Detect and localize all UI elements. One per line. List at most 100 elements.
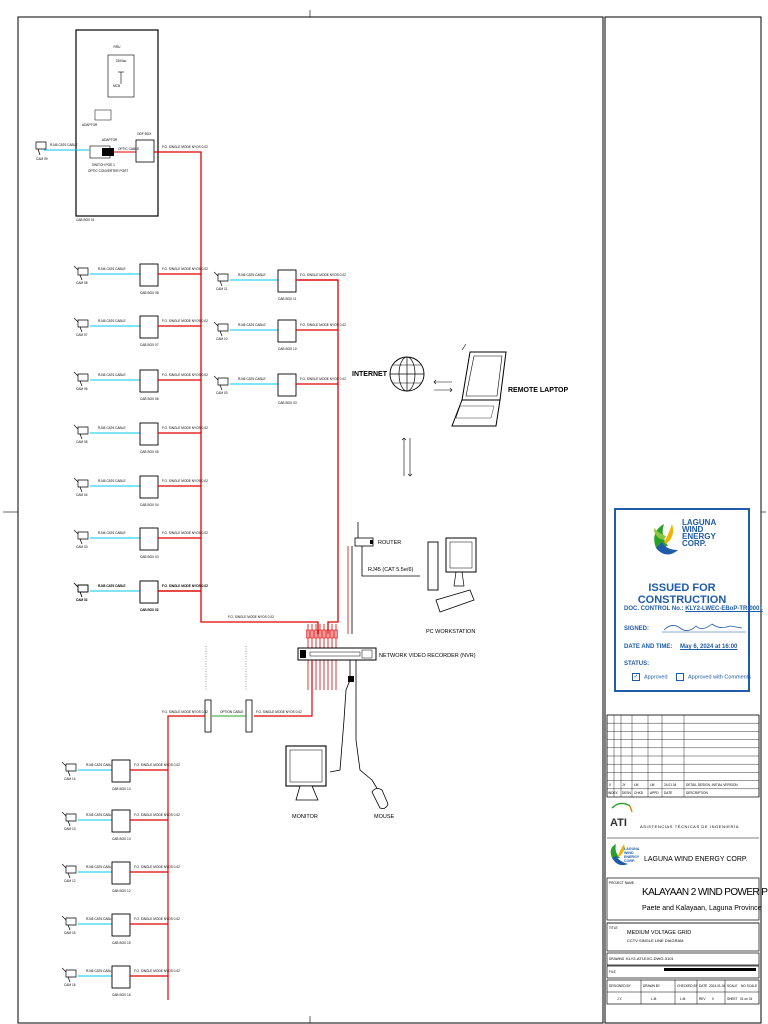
camera-icon: [61, 915, 77, 931]
svg-text:F.O. SINGLE MODE NYOS 0.02: F.O. SINGLE MODE NYOS 0.02: [300, 377, 346, 381]
svg-text:F.O. SINGLE MODE NYOS 0.02: F.O. SINGLE MODE NYOS 0.02: [134, 813, 180, 817]
camera-icon: [73, 424, 89, 440]
svg-text:RJ45 CAT6 CABLE: RJ45 CAT6 CABLE: [86, 969, 114, 973]
cab-box-label: CAB BOX 12: [112, 889, 131, 893]
odf-box: [135, 139, 155, 163]
cab-box-label: CAB BOX 03: [140, 555, 159, 559]
odf-patch-2: [245, 699, 253, 733]
cab-box-label: CAB BOX 11: [278, 297, 297, 301]
svg-text:JY: JY: [622, 783, 627, 787]
rru-mcb: MCB: [113, 84, 120, 88]
pc-link: [361, 546, 420, 577]
camera-label: CAM 03: [76, 545, 88, 549]
cab-box: [277, 269, 297, 293]
cab-box: [139, 263, 159, 287]
cab-box: [111, 861, 131, 885]
date-value: May 6, 2024 at 16:00: [680, 644, 738, 650]
rru-voltage: 220Vac: [116, 59, 127, 63]
fiber-trunk-bottom: [167, 715, 205, 1000]
ati-logo: ATI: [610, 802, 633, 829]
svg-text:LAGUNA: LAGUNA: [624, 847, 640, 851]
camera-icon: [61, 761, 77, 777]
signed-row: SIGNED:: [624, 626, 650, 632]
camera-label: CAM 06: [76, 387, 88, 391]
camera-label: CAM 08: [76, 281, 88, 285]
status-approved-with-comments: Approved with Comments: [676, 673, 751, 681]
pc-workstation-label: PC WORKSTATION: [426, 629, 475, 635]
fiber-trunk-mid: [298, 279, 339, 634]
camera-icon: CAM 09: [35, 141, 48, 161]
svg-text:NO SCALE: NO SCALE: [741, 984, 757, 988]
svg-text:F.O. SINGLE MODE NYOS 0.02: F.O. SINGLE MODE NYOS 0.02: [162, 584, 208, 588]
signature-icon: [662, 623, 746, 633]
cab-box: [111, 965, 131, 989]
svg-text:ADAPTOR: ADAPTOR: [102, 138, 118, 142]
camera-label: CAM 10: [216, 337, 228, 341]
svg-text:RJ45 CAT6 CABLE: RJ45 CAT6 CABLE: [98, 319, 126, 323]
svg-text:CHKD: CHKD: [634, 791, 644, 795]
svg-text:F.O. SINGLE MODE NYOS 0.02: F.O. SINGLE MODE NYOS 0.02: [162, 710, 208, 714]
camera-icon: [61, 967, 77, 983]
svg-text:DATE: DATE: [699, 984, 707, 988]
rru-label: RRU: [114, 45, 122, 49]
date-row: DATE AND TIME: May 6, 2024 at 16:00: [624, 644, 738, 650]
svg-text:TITLE: TITLE: [609, 926, 618, 930]
svg-text:RJ45 CAT6 CABLE: RJ45 CAT6 CABLE: [98, 531, 126, 535]
mouse-cable: [355, 660, 379, 791]
status-approved: ✓Approved: [632, 673, 668, 681]
cab-box: [139, 527, 159, 551]
svg-text:DRAWING: DRAWING: [609, 957, 625, 961]
svg-text:WIND: WIND: [624, 851, 634, 855]
cab-box-label: CAB BOX 05: [140, 450, 159, 454]
svg-text:PROJECT NAME: PROJECT NAME: [609, 881, 634, 885]
svg-text:CAM 09: CAM 09: [36, 157, 48, 161]
optic-converter: [102, 148, 114, 156]
cab-box-label: CAB BOX 01: [140, 608, 159, 612]
cab-box: [111, 913, 131, 937]
svg-text:CHECKED BY: CHECKED BY: [677, 984, 699, 988]
cab-box: [111, 759, 131, 783]
pc-workstation-icon: [427, 537, 477, 613]
cab-box: [139, 580, 159, 604]
checkbox-checked-icon: ✓: [632, 673, 640, 681]
svg-text:F.O. SINGLE MODE NYOS 0.02: F.O. SINGLE MODE NYOS 0.02: [162, 373, 208, 377]
camera-icon: [213, 321, 229, 337]
svg-text:J.Y.: J.Y.: [617, 997, 622, 1001]
svg-text:RJ45 CAT6 CABLE: RJ45 CAT6 CABLE: [86, 865, 114, 869]
adaptor-1: [94, 109, 112, 121]
svg-text:RJ45 CAT6 CABLE: RJ45 CAT6 CABLE: [98, 479, 126, 483]
mouse-label: MOUSE: [374, 814, 395, 820]
camera-icon: [73, 477, 89, 493]
svg-text:OPTION CABLE: OPTION CABLE: [220, 710, 244, 714]
svg-text:F.O. SINGLE MODE NYOS 0.02: F.O. SINGLE MODE NYOS 0.02: [162, 531, 208, 535]
doc-control-value: KLY2-LWEC-EBoP-TR-0001: [685, 606, 763, 612]
svg-text:F.O. SINGLE MODE NYOS 0.02: F.O. SINGLE MODE NYOS 0.02: [134, 763, 180, 767]
camera-icon: [61, 811, 77, 827]
svg-text:F.O. SINGLE MODE NYOS 0.02: F.O. SINGLE MODE NYOS 0.02: [134, 917, 180, 921]
svg-text:0: 0: [609, 783, 611, 787]
svg-text:LM: LM: [650, 783, 655, 787]
drawing-subtitle: CCTV SINGLE LINE DIAGRAM: [627, 938, 683, 943]
cab-box-label: CAB BOX 13: [112, 837, 131, 841]
cab-box-label: CAB BOX 16: [112, 993, 131, 997]
odf-patch-1: [204, 699, 212, 733]
camera-icon: [73, 529, 89, 545]
svg-text:24.01.04: 24.01.04: [664, 783, 677, 787]
cab-box-label: CAB BOX 03: [278, 401, 297, 405]
checkbox-empty-icon: [676, 673, 684, 681]
cab-box: [139, 369, 159, 393]
svg-text:01 on 01: 01 on 01: [740, 997, 753, 1001]
laptop-icon: [451, 343, 507, 427]
svg-text:FILE: FILE: [609, 970, 616, 974]
internet-label: INTERNET: [352, 371, 388, 378]
svg-text:DATE: DATE: [664, 791, 672, 795]
